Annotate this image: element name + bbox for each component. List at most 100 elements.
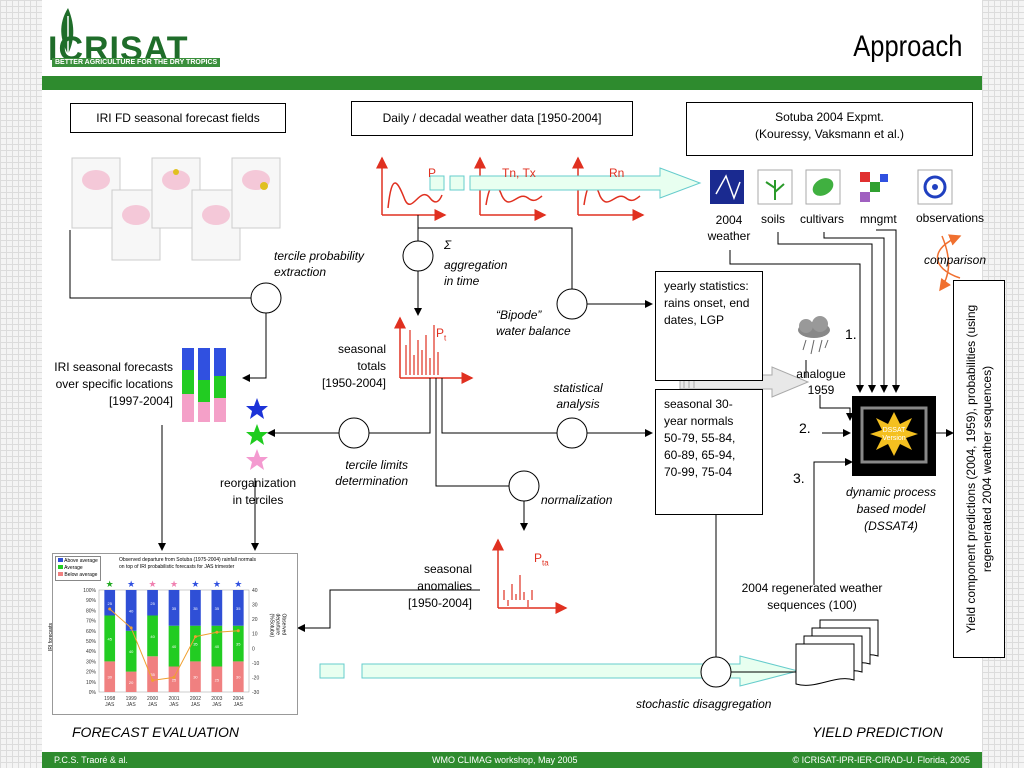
comparison-arrow xyxy=(936,234,962,279)
departure-point xyxy=(172,675,176,679)
y-left-tick: 10% xyxy=(86,680,97,686)
tercile-stars xyxy=(246,398,268,470)
bar-segment xyxy=(232,661,244,692)
bar-value-label: 40 xyxy=(172,644,177,649)
chart-plot: 0%10%20%30%40%50%60%70%80%90%100%-30-20-… xyxy=(83,579,259,708)
forecast-star: ★ xyxy=(170,579,178,589)
chart-title: Observed departure from Sotuba (1975-200… xyxy=(119,557,257,570)
y-left-tick: 60% xyxy=(86,629,97,635)
y-right-tick: -10 xyxy=(252,661,259,667)
y-left-tick: 0% xyxy=(89,690,97,696)
bar-value-label: 35 xyxy=(215,606,220,611)
aggregation-sigma: Σ xyxy=(444,238,452,252)
signal-rn: Rn xyxy=(609,166,625,180)
y-left-tick: 40% xyxy=(86,649,97,655)
bar-segment xyxy=(125,671,137,692)
totals-spikes xyxy=(405,325,439,375)
svg-text:Version: Version xyxy=(882,435,905,442)
bar-value-label: 30 xyxy=(236,675,241,680)
x-tick-label: JAS xyxy=(234,702,244,708)
y-right-tick: -20 xyxy=(252,675,259,681)
normalization-label: normalization xyxy=(541,493,613,507)
footer-bar: P.C.S. Traoré & al. WMO CLIMAG workshop,… xyxy=(42,752,982,768)
page-title: Approach xyxy=(852,30,962,63)
y-right-tick: 40 xyxy=(252,588,258,594)
x-tick-label: JAS xyxy=(191,702,201,708)
bar-segment xyxy=(104,590,116,616)
footer-author: P.C.S. Traoré & al. xyxy=(54,755,128,765)
yield-components-text: Yield component predictions (2004, 1959)… xyxy=(964,304,994,634)
y-left-tick: 30% xyxy=(86,659,97,665)
bar-segment xyxy=(147,656,158,692)
stochastic-label: stochastic disaggregation xyxy=(636,697,772,711)
bar-value-label: 25 xyxy=(107,601,112,606)
x-tick-label: 2003 xyxy=(211,696,222,702)
anomaly-spikes xyxy=(503,575,533,607)
bipode-label: “Bipode”water balance xyxy=(496,308,571,338)
iri-fd-box: IRI FD seasonal forecast fields xyxy=(70,103,286,133)
bar-segment xyxy=(232,625,244,662)
step-3-label: 3. xyxy=(793,470,805,486)
departure-point xyxy=(236,629,240,633)
bar-segment xyxy=(190,625,201,662)
left-border-pattern xyxy=(0,0,42,768)
x-tick-label: 2002 xyxy=(190,696,201,702)
bar-value-label: 40 xyxy=(129,608,134,613)
bar-segment xyxy=(211,666,223,692)
soils-label: soils xyxy=(761,212,786,226)
x-tick-label: 1999 xyxy=(126,696,137,702)
sotuba-box: Sotuba 2004 Expmt. (Kouressy, Vaksmann e… xyxy=(686,102,973,156)
bar-value-label: 30 xyxy=(193,675,198,680)
svg-text:DSSAT: DSSAT xyxy=(883,427,907,434)
input-icons xyxy=(710,169,953,205)
forecast-star: ★ xyxy=(234,579,242,589)
y-right-tick: 0 xyxy=(252,646,255,652)
process-nodes xyxy=(250,240,732,688)
y-right-tick: 20 xyxy=(252,617,258,623)
bar-segment xyxy=(104,661,116,692)
bar-value-label: 40 xyxy=(215,644,220,649)
y-right-tick: 10 xyxy=(252,632,258,638)
bar-segment xyxy=(125,630,137,672)
bar-value-label: 45 xyxy=(107,636,112,641)
bar-value-label: 35 xyxy=(236,642,241,647)
bar-segment xyxy=(211,625,223,667)
departure-point xyxy=(108,607,112,611)
y-right-tick: -30 xyxy=(252,690,259,696)
bar-segment xyxy=(168,590,180,626)
footer-copyright: © ICRISAT-IPR-IER-CIRAD-U. Florida, 2005 xyxy=(792,755,971,765)
bar-segment xyxy=(211,590,223,626)
sotuba-line2: (Kouressy, Vaksmann et al.) xyxy=(755,127,904,141)
x-tick-label: JAS xyxy=(127,702,137,708)
cultivars-label: cultivars xyxy=(800,212,845,226)
signal-pt: Pt xyxy=(436,326,447,343)
departure-point xyxy=(129,626,133,630)
bar-value-label: 30 xyxy=(107,675,112,680)
bar-value-label: 35 xyxy=(172,606,177,611)
connectors xyxy=(69,215,954,673)
forecast-star: ★ xyxy=(127,579,135,589)
chart-legend: Above average Average Below average xyxy=(55,556,101,581)
header-bar xyxy=(42,76,982,90)
x-tick-label: JAS xyxy=(169,702,179,708)
dssat-model-image: DSSAT Version xyxy=(852,396,936,476)
bar-segment xyxy=(190,590,201,626)
bar-segment xyxy=(168,625,180,667)
bar-value-label: 25 xyxy=(172,677,177,682)
sotuba-line1: Sotuba 2004 Expmt. xyxy=(775,110,884,124)
forecast-evaluation-label: FORECAST EVALUATION xyxy=(72,724,239,740)
step-2-label: 2. xyxy=(799,420,811,436)
bar-segment xyxy=(104,615,116,662)
rain-cloud-icon xyxy=(798,316,830,355)
bar-value-label: 35 xyxy=(236,606,241,611)
x-tick-label: JAS xyxy=(212,702,222,708)
departure-point xyxy=(215,630,219,634)
